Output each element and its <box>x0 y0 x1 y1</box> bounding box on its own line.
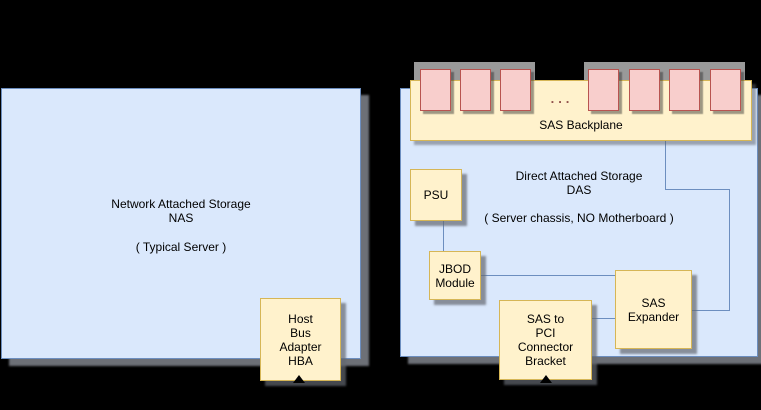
sas-drive-6 <box>669 69 700 111</box>
expander-label: SAS Expander <box>627 295 680 324</box>
sas-drive-3 <box>500 69 531 111</box>
connector-line-psu-jbod <box>443 221 444 251</box>
sas-drive-5 <box>629 69 660 111</box>
nas-title: Network Attached Storage NAS <box>111 197 251 225</box>
sas-pci-bracket-box: SAS to PCI Connector Bracket <box>499 300 592 380</box>
arrow-up-icon <box>540 375 552 383</box>
connector-line-top-horizontal <box>665 189 730 190</box>
connector-line-backplane-down <box>665 141 666 189</box>
das-note: ( Server chassis, NO Motherboard ) <box>484 211 674 225</box>
sas-backplane-label: SAS Backplane <box>539 118 623 132</box>
connector-line-expander-right <box>692 310 730 311</box>
sas-drive-1 <box>420 69 451 111</box>
sas-drive-2 <box>460 69 491 111</box>
nas-note: ( Typical Server ) <box>135 240 227 254</box>
sas-expander-box: SAS Expander <box>615 270 692 349</box>
jbod-module-box: JBOD Module <box>429 251 481 300</box>
bracket-label: SAS to PCI Connector Bracket <box>517 312 574 368</box>
more-drives-ellipsis: ... <box>550 91 574 106</box>
arrow-up-icon <box>293 375 305 383</box>
sas-drive-4 <box>588 69 619 111</box>
hba-box: Host Bus Adapter HBA <box>260 298 341 381</box>
connector-line-jbod-expander <box>481 275 615 276</box>
sas-drive-7 <box>710 69 741 111</box>
connector-line-right-vertical <box>729 189 730 310</box>
psu-label: PSU <box>423 188 449 202</box>
hba-label: Host Bus Adapter HBA <box>279 311 322 368</box>
das-title: Direct Attached Storage DAS <box>515 169 643 197</box>
drive-connector-strip-right <box>584 62 745 80</box>
jbod-label: JBOD Module <box>435 261 475 290</box>
psu-box: PSU <box>410 169 462 221</box>
connector-line-bracket-expander <box>592 318 615 319</box>
